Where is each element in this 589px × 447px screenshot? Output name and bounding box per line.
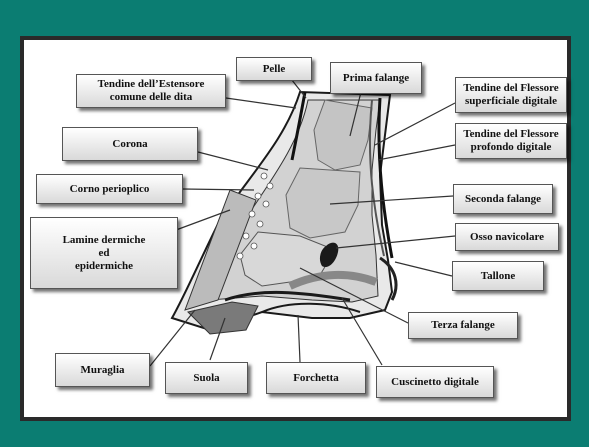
label-corona: Corona — [62, 127, 198, 161]
label-suola: Suola — [165, 362, 248, 394]
label-terza-falange: Terza falange — [408, 312, 518, 339]
label-prima-falange: Prima falange — [330, 62, 422, 94]
label-tendine-estensore: Tendine dell’Estensore comune delle dita — [76, 74, 226, 108]
label-tendine-flessore-superficiale: Tendine del Flessore superficiale digita… — [455, 77, 567, 113]
label-lamine: Lamine dermiche ed epidermiche — [30, 217, 178, 289]
label-cuscinetto-digitale: Cuscinetto digitale — [376, 366, 494, 398]
label-tallone: Tallone — [452, 261, 544, 291]
label-muraglia: Muraglia — [55, 353, 150, 387]
label-corno-perioplico: Corno perioplico — [36, 174, 183, 204]
label-seconda-falange: Seconda falange — [453, 184, 553, 214]
label-pelle: Pelle — [236, 57, 312, 81]
label-osso-navicolare: Osso navicolare — [455, 223, 559, 251]
label-forchetta: Forchetta — [266, 362, 366, 394]
label-tendine-flessore-profondo: Tendine del Flessore profondo digitale — [455, 123, 567, 159]
